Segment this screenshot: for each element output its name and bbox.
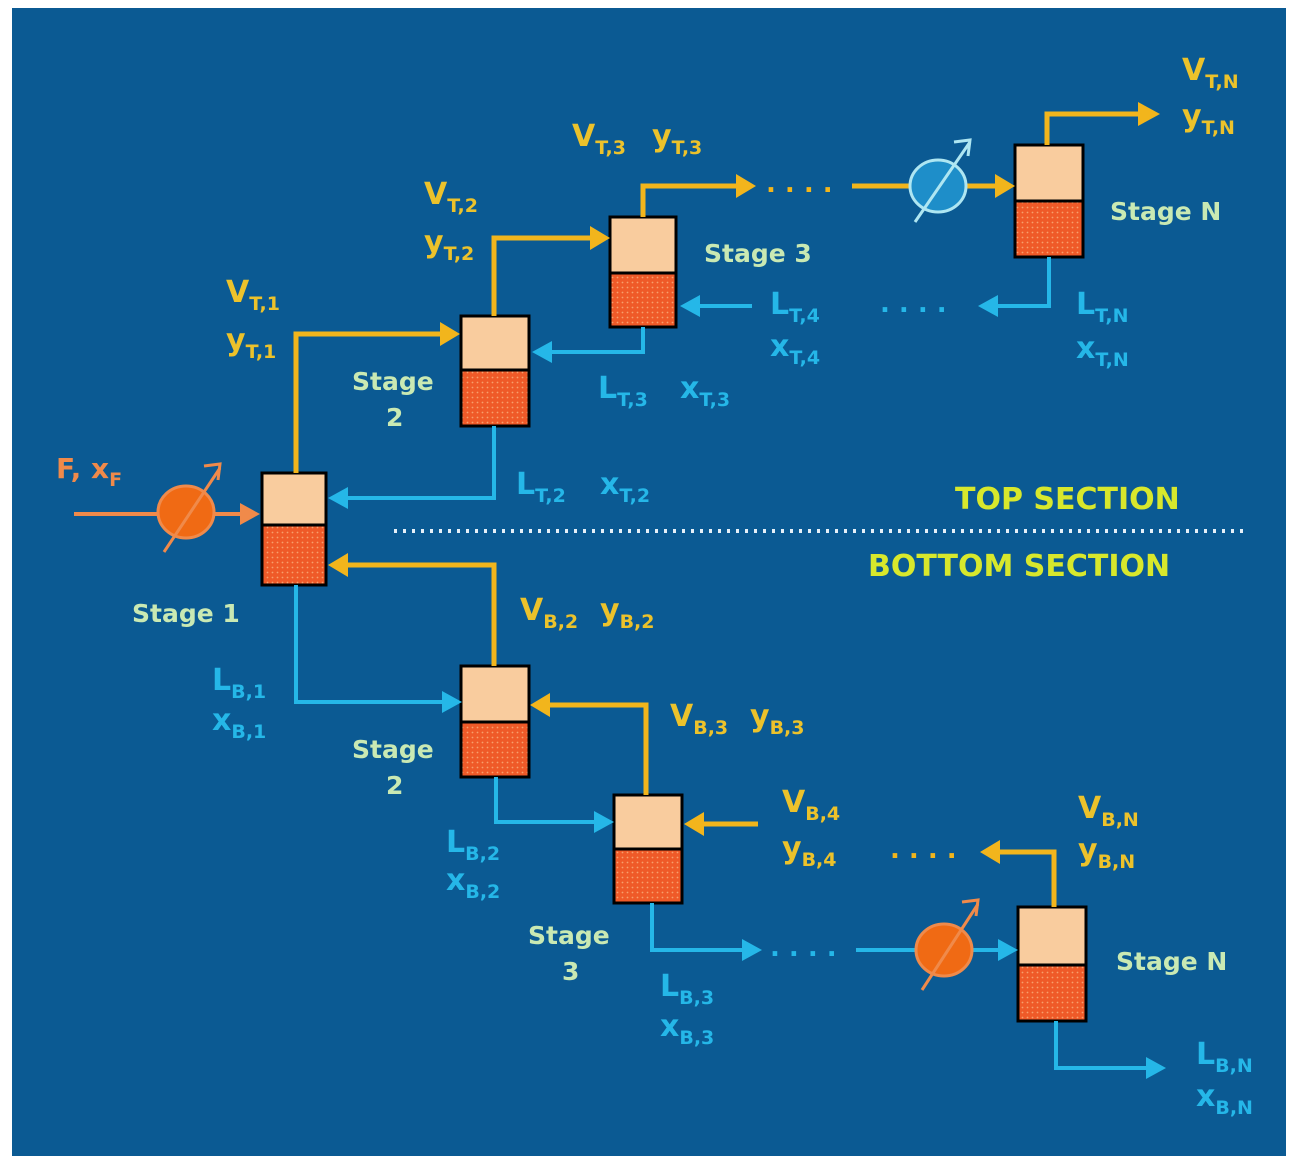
continuation-dots-bottom-vapor: . . . .: [890, 835, 957, 865]
lb1-flow-label: LB,1: [212, 663, 266, 703]
ytn-composition-label: yT,N: [1182, 99, 1235, 139]
ltn-flow-label: LT,N: [1076, 287, 1129, 327]
liquid-line-lt3: [552, 327, 645, 354]
top-stage-3-label: Stage 3: [704, 239, 812, 268]
xt3-composition-label: xT,3: [680, 371, 730, 411]
vapor-arrowhead-vb3: [530, 693, 550, 717]
vapor-arrowhead-to-stage-n: [995, 174, 1015, 198]
top-stage-3-vessel: [608, 215, 678, 329]
vtn-flow-label: VT,N: [1182, 53, 1239, 93]
top-cooler-icon: [908, 138, 972, 223]
yb2-composition-label: yB,2: [600, 593, 654, 633]
continuation-dots-top-liquid: . . . .: [880, 289, 947, 319]
vt3-flow-label: VT,3: [572, 119, 626, 159]
liquid-line-lb2: [494, 777, 594, 824]
lbn-flow-label: LB,N: [1196, 1037, 1253, 1077]
lt4-flow-label: LT,4: [770, 287, 820, 327]
yt2-composition-label: yT,2: [424, 225, 474, 265]
ybn-composition-label: yB,N: [1078, 833, 1135, 873]
liquid-arrowhead-to-stage-n: [998, 939, 1018, 961]
liquid-line-lbn: [1054, 1021, 1146, 1070]
xt4-composition-label: xT,4: [770, 329, 820, 369]
bottom-stage-n-label: Stage N: [1116, 947, 1227, 976]
liquid-arrowhead-lb1: [442, 691, 462, 713]
feed-heater-icon: [156, 462, 222, 553]
yb3-composition-label: yB,3: [750, 699, 804, 739]
continuation-dots-top-vapor: . . . .: [766, 169, 833, 199]
lt3-flow-label: LT,3: [598, 371, 648, 411]
bottom-stage-n-vessel: [1016, 905, 1088, 1023]
top-stage-n-label: Stage N: [1110, 197, 1221, 226]
yt3-composition-label: yT,3: [652, 119, 702, 159]
liquid-line-lb3: [650, 903, 742, 952]
liquid-arrowhead-lt4: [680, 295, 700, 317]
liquid-arrowhead-lbn: [1146, 1057, 1166, 1079]
xb2-composition-label: xB,2: [446, 863, 500, 903]
vb3-flow-label: VB,3: [670, 699, 728, 739]
vapor-arrowhead-vt1: [440, 322, 460, 346]
vt1-flow-label: VT,1: [226, 275, 280, 315]
liquid-line-lb1: [294, 585, 442, 704]
vbn-flow-label: VB,N: [1078, 791, 1139, 831]
liquid-line-ltn: [998, 257, 1051, 308]
feed-label: F, xF: [56, 452, 122, 491]
bottom-heater-icon: [914, 898, 980, 991]
vt2-flow-label: VT,2: [424, 177, 478, 217]
stage-1-vessel: [260, 471, 328, 587]
continuation-dots-bottom-liquid: . . . .: [770, 933, 837, 963]
vapor-arrowhead-vb2: [328, 553, 348, 577]
vapor-line-vb2: [348, 562, 497, 666]
vapor-line-vt1: [293, 331, 442, 473]
liquid-arrowhead-lb2: [594, 811, 614, 833]
xb3-composition-label: xB,3: [660, 1009, 714, 1049]
top-section-label: TOP SECTION: [955, 482, 1180, 517]
vapor-line-vt2: [491, 235, 592, 316]
liquid-arrowhead-lt2: [328, 487, 348, 509]
xbn-composition-label: xB,N: [1196, 1079, 1253, 1119]
lb2-flow-label: LB,2: [446, 825, 500, 865]
vapor-line-vtn: [1044, 111, 1140, 145]
vapor-line-vb3: [550, 702, 649, 795]
vb4-flow-label: VB,4: [782, 785, 840, 825]
vb2-flow-label: VB,2: [520, 593, 578, 633]
feed-arrowhead: [240, 503, 260, 525]
liquid-arrowhead-lt3: [532, 341, 552, 363]
vapor-arrowhead-vbn: [980, 840, 1000, 864]
vapor-arrowhead-vt2: [590, 226, 610, 250]
vapor-line-vbn: [1000, 849, 1057, 907]
bottom-stage-3-vessel: [612, 793, 684, 905]
bottom-stage-2-vessel: [459, 664, 531, 779]
xtn-composition-label: xT,N: [1076, 331, 1129, 371]
vapor-arrowhead-vt3: [736, 174, 756, 198]
vapor-line-vt3: [640, 183, 738, 217]
yb4-composition-label: yB,4: [782, 831, 836, 871]
xb1-composition-label: xB,1: [212, 703, 266, 743]
bottom-section-label: BOTTOM SECTION: [868, 549, 1170, 584]
liquid-line-lt2: [348, 426, 496, 500]
liquid-arrowhead-lb3: [742, 939, 762, 961]
lb3-flow-label: LB,3: [660, 969, 714, 1009]
vapor-arrowhead-vtn: [1138, 102, 1160, 126]
xt2-composition-label: xT,2: [600, 467, 650, 507]
liquid-arrowhead-ltn: [978, 295, 998, 317]
vapor-arrowhead-vb4: [684, 812, 704, 836]
yt1-composition-label: yT,1: [226, 323, 276, 363]
top-stage-n-vessel: [1013, 143, 1085, 259]
stage-1-label: Stage 1: [132, 599, 240, 628]
lt2-flow-label: LT,2: [516, 467, 566, 507]
top-stage-2-vessel: [459, 314, 531, 428]
